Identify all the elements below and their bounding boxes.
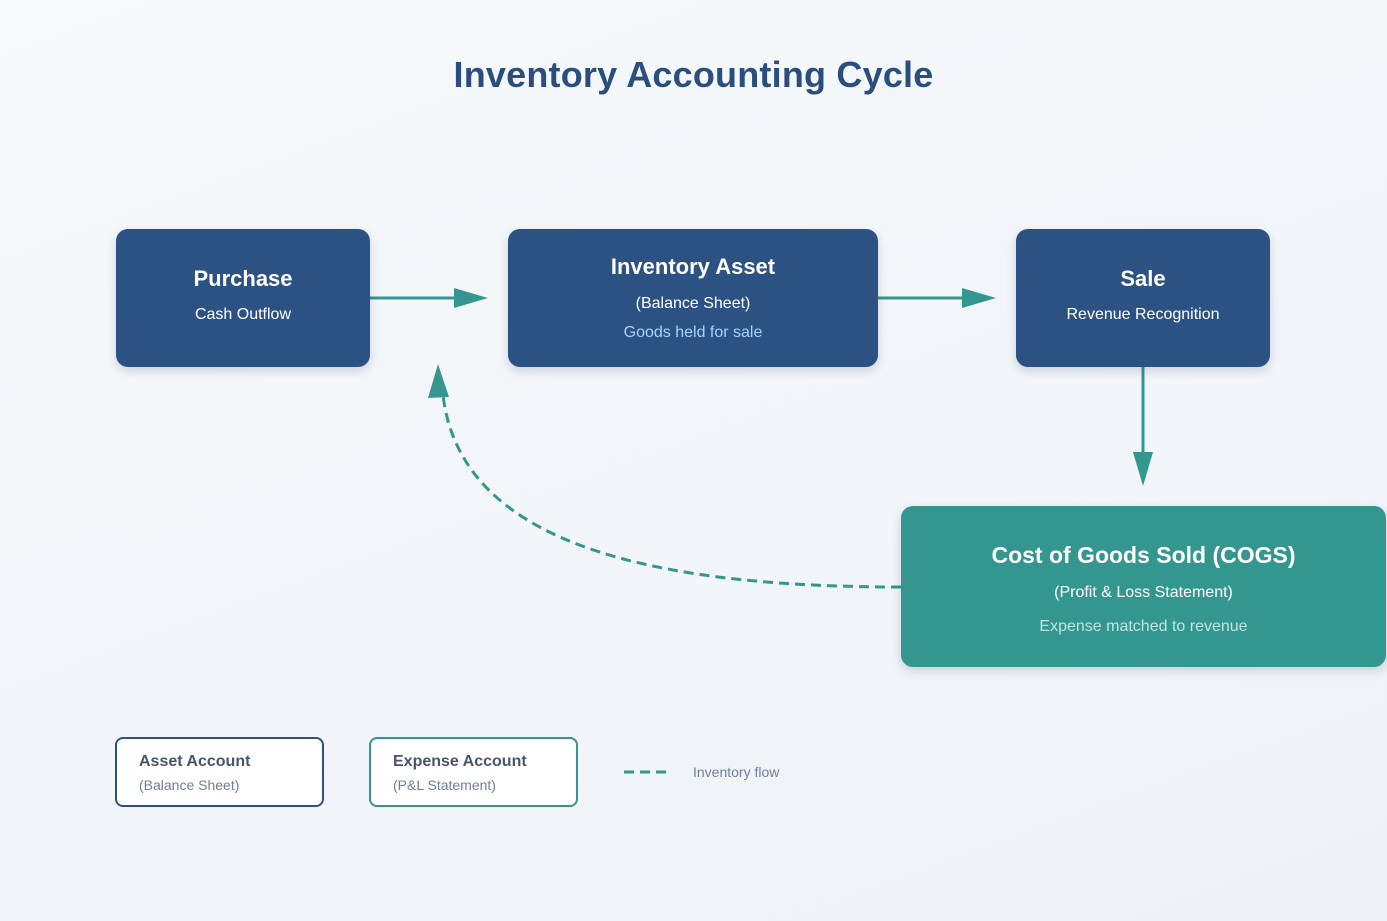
- node-purchase: Purchase Cash Outflow: [116, 229, 370, 367]
- node-inventory-asset: Inventory Asset (Balance Sheet) Goods he…: [508, 229, 878, 367]
- node-cogs-note: Expense matched to revenue: [1039, 618, 1248, 635]
- node-sale-title: Sale: [1120, 266, 1166, 291]
- legend-asset-subtitle: (Balance Sheet): [139, 777, 240, 793]
- node-sale-subtitle: Revenue Recognition: [1066, 306, 1220, 323]
- node-inventory-title: Inventory Asset: [610, 254, 776, 279]
- legend-expense-title: Expense Account: [393, 753, 527, 770]
- diagram-title: Inventory Accounting Cycle: [453, 54, 934, 95]
- node-inventory-note: Goods held for sale: [623, 324, 763, 341]
- legend-asset-account: Asset Account (Balance Sheet): [115, 737, 324, 807]
- node-cogs-title: Cost of Goods Sold (COGS): [991, 542, 1296, 568]
- node-purchase-title: Purchase: [193, 266, 293, 291]
- legend-expense-subtitle: (P&L Statement): [393, 777, 496, 793]
- arrowhead-inventory-to-sale: [962, 288, 996, 308]
- arrowhead-cogs-feedback: [428, 364, 449, 398]
- node-purchase-subtitle: Cash Outflow: [194, 306, 292, 323]
- legend-asset-title: Asset Account: [139, 753, 251, 770]
- legend-flow-label: Inventory flow: [693, 764, 780, 780]
- node-cogs: Cost of Goods Sold (COGS) (Profit & Loss…: [901, 506, 1386, 667]
- arrowhead-purchase-to-inventory: [454, 288, 488, 308]
- arrow-cogs-feedback: [441, 394, 902, 589]
- arrowhead-sale-to-cogs: [1133, 452, 1153, 486]
- legend-expense-account: Expense Account (P&L Statement): [369, 737, 578, 807]
- node-cogs-subtitle: (Profit & Loss Statement): [1054, 584, 1233, 601]
- node-sale: Sale Revenue Recognition: [1016, 229, 1270, 367]
- node-inventory-subtitle: (Balance Sheet): [635, 295, 751, 312]
